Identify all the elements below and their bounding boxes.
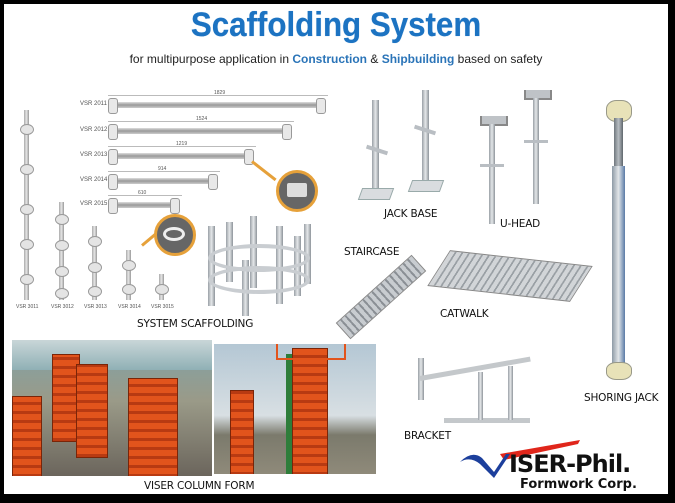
ledger-code: VSR 2013 (80, 152, 108, 158)
standard-code: VSR 3011 (16, 304, 39, 310)
ledger-bar (108, 149, 254, 165)
jack-screw (422, 90, 429, 186)
column-form-photo-1 (12, 340, 212, 476)
dimension-line (108, 95, 328, 96)
label-staircase: STAIRCASE (344, 246, 400, 258)
standard-code: VSR 3012 (51, 304, 74, 310)
ledger-length: 610 (138, 190, 147, 196)
rosette (88, 286, 102, 297)
ledger-length: 914 (158, 166, 167, 172)
subtitle-construction: Construction (292, 52, 368, 66)
bracket-lower-arm (444, 418, 530, 423)
rosette (88, 236, 102, 247)
ledger-code: VSR 2014 (80, 177, 108, 183)
rosette (55, 240, 69, 251)
column-form (12, 396, 42, 476)
rosette (122, 284, 136, 295)
rosette (122, 260, 136, 271)
ledger-code: VSR 2012 (80, 127, 108, 133)
label-u-head: U-HEAD (500, 218, 541, 230)
stair-treads (335, 254, 427, 340)
wedge-icon (287, 183, 307, 197)
column-form (230, 390, 254, 474)
scaffold-post (208, 226, 215, 306)
ledger-bar (108, 174, 218, 190)
rosette (20, 164, 34, 175)
label-shoring-jack: SHORING JACK (584, 392, 659, 404)
rosette-icon (163, 227, 185, 241)
ledger-length: 1829 (214, 90, 226, 96)
platform-rail (276, 344, 346, 360)
bracket-strut (508, 366, 513, 420)
bracket-strut (478, 372, 483, 420)
subtitle-shipbuilding: Shipbuilding (381, 52, 455, 66)
rosette (55, 266, 69, 277)
poster: Scaffolding System for multipurpose appl… (4, 4, 668, 494)
column-form (52, 354, 80, 442)
rosette (55, 214, 69, 225)
standard-code: VSR 3013 (84, 304, 107, 310)
ledger-code: VSR 2015 (80, 201, 108, 207)
logo-tagline: Formwork Corp. (520, 477, 637, 492)
dimension-line (108, 195, 182, 196)
scaffold-ring-lower (208, 266, 310, 294)
shoring-base-plate (606, 362, 632, 380)
callout-pointer (251, 160, 277, 182)
ledger-code: VSR 2011 (80, 101, 107, 107)
rosette (20, 124, 34, 135)
label-jack-base: JACK BASE (384, 208, 438, 220)
label-column-form: VISER COLUMN FORM (144, 480, 255, 492)
bracket-arm (419, 356, 531, 381)
u-head-screw (489, 124, 495, 224)
column-form (76, 364, 108, 458)
rosette (20, 274, 34, 285)
column-form-side (286, 354, 292, 474)
poster-subtitle: for multipurpose application in Construc… (4, 52, 668, 66)
wedge-detail-callout (276, 170, 318, 212)
shoring-outer-tube (612, 166, 625, 366)
standard-pole (59, 202, 64, 300)
u-head-screw (533, 98, 539, 204)
dimension-line (108, 146, 256, 147)
column-form-photo-2 (214, 344, 376, 474)
rosette (55, 288, 69, 299)
column-form (128, 378, 178, 476)
dimension-line (108, 121, 294, 122)
column-form (292, 348, 328, 474)
u-head-handle (480, 164, 504, 167)
ledger-bar (108, 98, 326, 114)
logo-brand-text: ISER-Phil. (509, 450, 631, 478)
rosette (20, 239, 34, 250)
rosette (88, 262, 102, 273)
logo-brand: ISER-Phil. (509, 450, 631, 478)
standard-pole (126, 250, 131, 300)
u-head-handle (524, 140, 548, 143)
logo-swoosh-icon (460, 440, 580, 478)
rosette-detail-callout (154, 214, 196, 256)
subtitle-tail: based on safety (454, 52, 543, 66)
catwalk-plank (427, 250, 593, 302)
rosette (20, 204, 34, 215)
standard-code: VSR 3015 (151, 304, 174, 310)
label-bracket: BRACKET (404, 430, 451, 442)
base-plate (357, 188, 395, 200)
ledger-length: 1219 (176, 141, 188, 147)
ledger-length: 1524 (196, 116, 208, 122)
subtitle-text: for multipurpose application in (129, 52, 293, 66)
poster-title: Scaffolding System (190, 6, 482, 44)
rosette (155, 284, 169, 295)
subtitle-amp: & (367, 52, 382, 66)
standard-code: VSR 3014 (118, 304, 141, 310)
dimension-line (108, 171, 220, 172)
label-system-scaffolding: SYSTEM SCAFFOLDING (137, 318, 254, 330)
photo-sky (12, 340, 212, 370)
ledger-bar (108, 198, 180, 214)
base-plate (407, 180, 445, 192)
ledger-bar (108, 124, 292, 140)
label-catwalk: CATWALK (440, 308, 489, 320)
shoring-inner-tube (614, 118, 623, 168)
